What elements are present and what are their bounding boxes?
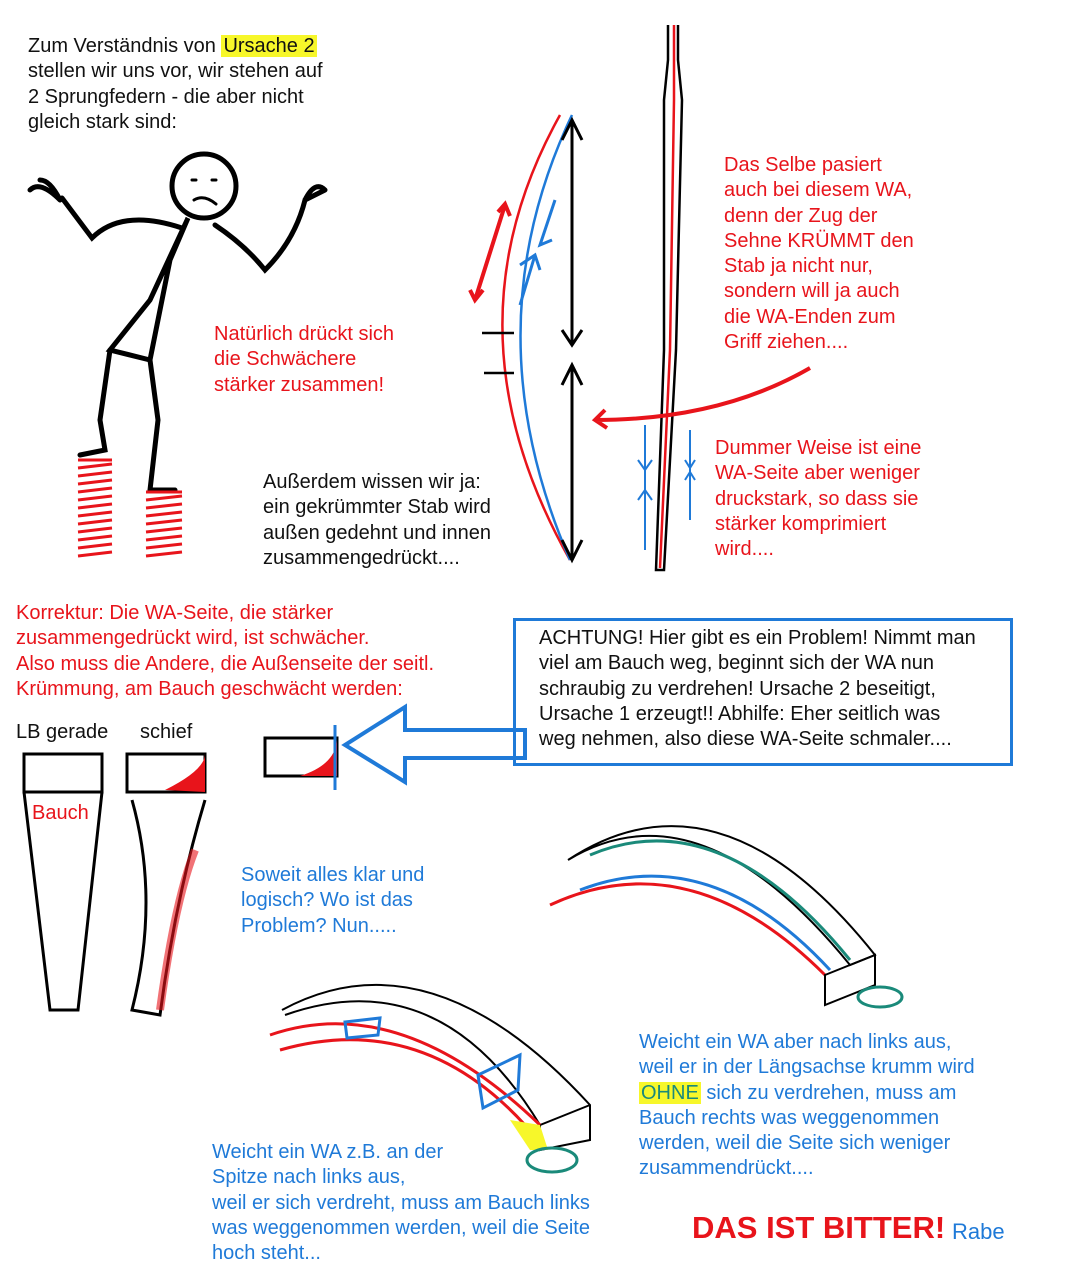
intro-text: Zum Verständnis von Ursache 2 stellen wi… bbox=[28, 34, 323, 135]
weaker-note: Natürlich drückt sich die Schwächere stä… bbox=[214, 322, 394, 398]
ohne-highlight: OHNE bbox=[639, 1081, 701, 1104]
intro-line: gleich stark sind: bbox=[28, 110, 177, 133]
spring-right bbox=[145, 490, 183, 558]
note-line: Korrektur: Die WA-Seite, die stärker bbox=[16, 602, 334, 624]
note-line: stärker komprimiert bbox=[715, 512, 887, 535]
note-line: Spitze nach links aus, bbox=[212, 1166, 406, 1189]
note-line: die WA-Enden zum bbox=[724, 305, 896, 328]
note-line: Griff ziehen.... bbox=[724, 331, 849, 354]
correction-note: Korrektur: Die WA-Seite, die stärker zus… bbox=[16, 601, 434, 702]
note-line: Natürlich drückt sich bbox=[214, 323, 395, 345]
ursache-2-highlight: Ursache 2 bbox=[221, 35, 317, 57]
note-line: zusammendrückt.... bbox=[639, 1157, 814, 1180]
note-line: auch bei diesem WA, bbox=[724, 179, 913, 202]
warning-line: weg nehmen, also diese WA-Seite schmaler… bbox=[539, 728, 952, 751]
same-note: Das Selbe pasiert auch bei diesem WA, de… bbox=[724, 153, 914, 355]
label-oblique: schief bbox=[140, 721, 193, 743]
signature: Rabe bbox=[952, 1219, 1005, 1244]
bent-rod bbox=[468, 114, 584, 564]
note-line: Also muss die Andere, die Außenseite der… bbox=[16, 652, 435, 675]
intro-line: stellen wir uns vor, wir stehen auf bbox=[28, 60, 323, 83]
bent-rod-note: Außerdem wissen wir ja: ein gekrümmter S… bbox=[263, 470, 491, 571]
note-line: was weggenommen werden, weil die Seite bbox=[212, 1216, 590, 1239]
spring-left bbox=[77, 458, 113, 558]
intro-line-start: Zum Verständnis von bbox=[28, 35, 222, 57]
note-line: Weicht ein WA aber nach links aus, bbox=[639, 1031, 952, 1053]
note-line: hoch steht... bbox=[212, 1242, 321, 1265]
note-line-rest: sich zu verdrehen, muss am bbox=[700, 1081, 957, 1104]
bow-limb-side bbox=[591, 25, 812, 572]
note-line: Sehne KRÜMMT den bbox=[724, 229, 914, 252]
note-line: weil er sich verdreht, muss am Bauch lin… bbox=[212, 1191, 590, 1214]
label-straight: LB gerade bbox=[16, 721, 109, 743]
head bbox=[169, 151, 239, 221]
note-line: Soweit alles klar und bbox=[241, 864, 425, 886]
note-line: Dummer Weise ist eine bbox=[715, 437, 922, 459]
warning-line: ACHTUNG! Hier gibt es ein Problem! Nimmt… bbox=[539, 627, 976, 649]
note-line: Das Selbe pasiert bbox=[724, 154, 882, 176]
note-line: ein gekrümmter Stab wird bbox=[263, 496, 491, 519]
note-line: werden, weil die Seite sich weniger bbox=[639, 1132, 951, 1155]
note-line: außen gedehnt und innen bbox=[263, 521, 491, 544]
so-far-note: Soweit alles klar und logisch? Wo ist da… bbox=[241, 863, 424, 939]
note-line: WA-Seite aber weniger bbox=[715, 462, 920, 485]
note-line: wird.... bbox=[715, 538, 774, 561]
note-line: Krümmung, am Bauch geschwächt werden: bbox=[16, 677, 403, 700]
note-line: Bauch rechts was weggenommen bbox=[639, 1106, 940, 1129]
warning-line: Ursache 1 erzeugt!! Abhilfe: Eher seitli… bbox=[539, 702, 941, 725]
note-line: Stab ja nicht nur, bbox=[724, 255, 873, 278]
label-belly: Bauch bbox=[32, 802, 89, 824]
limb-3d-upper bbox=[549, 825, 904, 1009]
stick-figure bbox=[27, 151, 328, 493]
bitter-heading: DAS IST BITTER! bbox=[692, 1210, 946, 1245]
note-line: logisch? Wo ist das bbox=[241, 889, 413, 912]
no-twist-note: Weicht ein WA aber nach links aus, weil … bbox=[639, 1030, 975, 1182]
dumb-note: Dummer Weise ist eine WA-Seite aber weni… bbox=[715, 436, 921, 562]
note-line: stärker zusammen! bbox=[214, 373, 385, 396]
note-line: denn der Zug der bbox=[724, 204, 878, 227]
warning-box bbox=[513, 618, 1013, 766]
note-line: sondern will ja auch bbox=[724, 280, 900, 303]
twist-note: Weicht ein WA z.B. an der Spitze nach li… bbox=[212, 1140, 590, 1266]
limb-3d-lower bbox=[269, 983, 591, 1174]
note-line: druckstark, so dass sie bbox=[715, 487, 919, 510]
note-line: Problem? Nun..... bbox=[241, 914, 397, 937]
warning-text: ACHTUNG! Hier gibt es ein Problem! Nimmt… bbox=[539, 626, 976, 752]
note-line: zusammengedrückt wird, ist schwächer. bbox=[16, 627, 370, 650]
warning-line: schraubig zu verdrehen! Ursache 2 beseit… bbox=[539, 677, 936, 700]
note-line: Außerdem wissen wir ja: bbox=[263, 471, 481, 493]
warning-line: viel am Bauch weg, beginnt sich der WA n… bbox=[539, 652, 935, 675]
cross-sections bbox=[22, 703, 527, 1017]
note-line: die Schwächere bbox=[214, 348, 357, 371]
note-line: Weicht ein WA z.B. an der bbox=[212, 1141, 444, 1163]
note-line: weil er in der Längsachse krumm wird bbox=[639, 1056, 975, 1079]
note-line: zusammengedrückt.... bbox=[263, 546, 460, 569]
intro-line: 2 Sprungfedern - die aber nicht bbox=[28, 85, 304, 108]
